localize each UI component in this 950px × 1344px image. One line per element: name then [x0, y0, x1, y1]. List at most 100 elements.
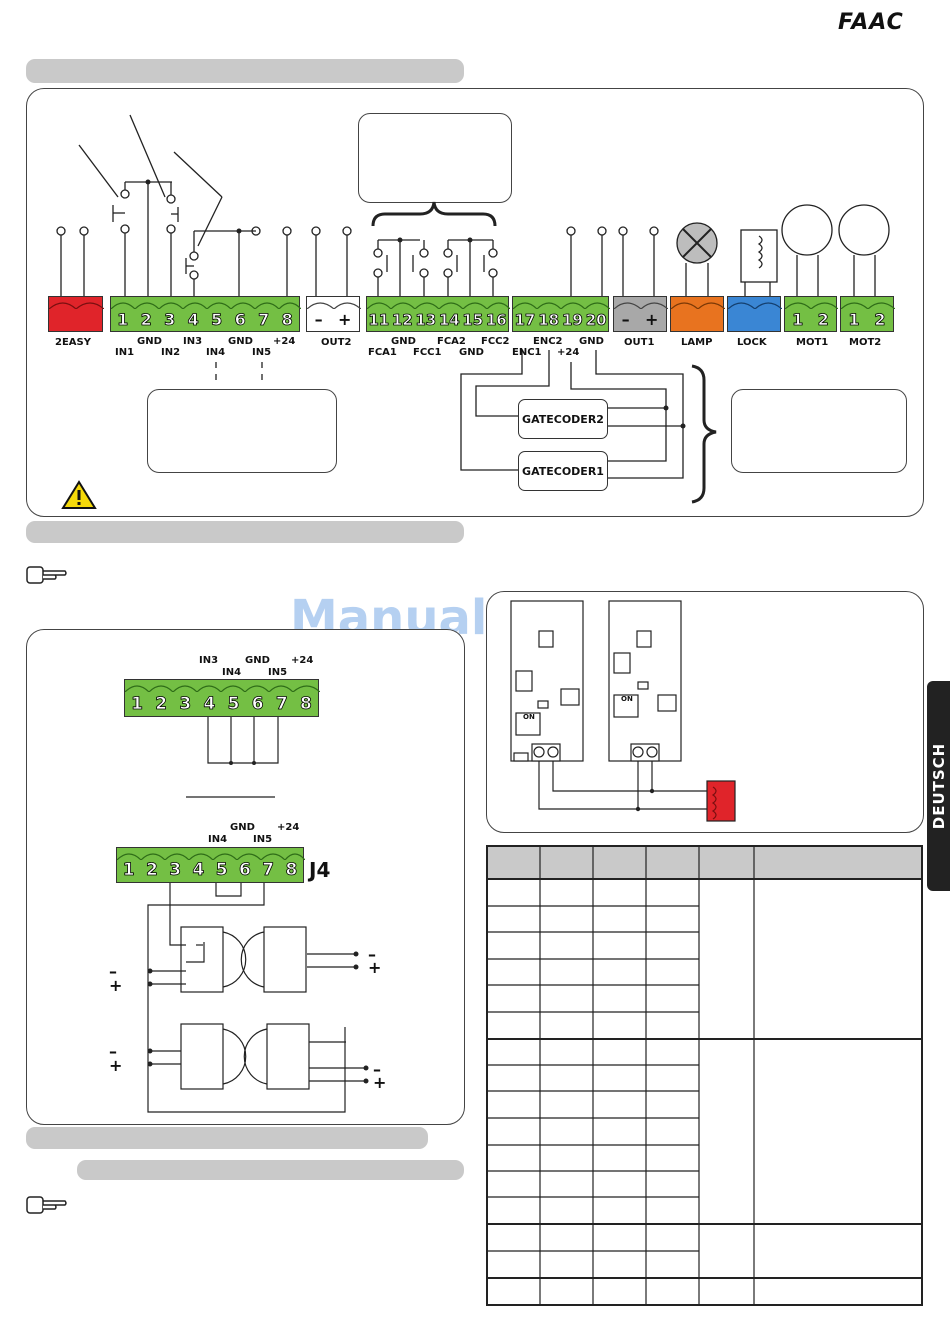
label-in4: IN4 — [222, 667, 242, 678]
pin-1: 1 — [117, 310, 129, 330]
label-24v: +24 — [291, 655, 314, 666]
connector-j4: 1 2 3 4 5 6 7 8 — [116, 847, 305, 883]
label-gnd: GND — [230, 822, 255, 833]
connector-j1: 1 2 3 4 5 6 7 8 — [110, 296, 301, 332]
polarity-plus: + — [368, 958, 382, 977]
pin-8: 8 — [281, 310, 293, 330]
note-box-left — [147, 389, 337, 473]
pin-4: 4 — [192, 860, 205, 881]
pin-11: 11 — [368, 311, 390, 330]
pin-8: 8 — [285, 860, 298, 881]
pin-3: 3 — [164, 310, 176, 330]
settings-table — [486, 845, 923, 1306]
label-24v: +24 — [277, 822, 300, 833]
pin-8: 8 — [300, 694, 313, 715]
pin-3: 3 — [169, 860, 182, 881]
connector-mot2: 1 2 — [840, 296, 895, 332]
polarity-plus: + — [373, 1073, 387, 1092]
pin-1: 1 — [848, 310, 860, 330]
note-box-top — [358, 113, 512, 203]
gatecoder-1-box: GATECODER1 — [518, 451, 608, 491]
pin-16: 16 — [485, 311, 507, 330]
pin-5: 5 — [211, 310, 223, 330]
label-in5: IN5 — [253, 834, 273, 845]
pin-minus: – — [621, 310, 630, 329]
label-enc1: ENC1 — [512, 347, 542, 358]
label-in4: IN4 — [208, 834, 228, 845]
label-2easy: 2EASY — [55, 337, 91, 348]
connector-lamp — [670, 296, 725, 332]
polarity-plus: + — [109, 976, 123, 995]
connector-lock — [727, 296, 782, 332]
connector-out2: – + — [306, 296, 361, 332]
label-gnd: GND — [228, 336, 253, 347]
pin-14: 14 — [438, 311, 460, 330]
pin-2: 2 — [817, 310, 829, 330]
language-tab: DEUTSCH — [927, 681, 950, 891]
pin-18: 18 — [538, 311, 560, 330]
dip-on-label: ON — [621, 695, 633, 703]
polarity-minus: – — [373, 1060, 381, 1079]
pin-12: 12 — [391, 311, 413, 330]
connector-2easy — [48, 296, 104, 332]
label-lamp: LAMP — [681, 337, 713, 348]
gatecoder-2-box: GATECODER2 — [518, 399, 608, 439]
pin-1: 1 — [131, 694, 144, 715]
label-fcc1: FCC1 — [413, 347, 442, 358]
faac-logo: FAAC — [838, 10, 904, 35]
pin-20: 20 — [585, 311, 607, 330]
label-in1: IN1 — [115, 347, 135, 358]
label-enc2: ENC2 — [533, 336, 563, 347]
pin-minus: – — [314, 310, 323, 329]
pin-5: 5 — [227, 694, 240, 715]
pin-2: 2 — [874, 310, 886, 330]
polarity-minus: – — [109, 1042, 117, 1061]
section-title-bar — [26, 1127, 428, 1149]
pin-2: 2 — [155, 694, 168, 715]
pin-plus: + — [337, 310, 352, 329]
label-in3: IN3 — [199, 655, 219, 666]
label-mot1: MOT1 — [796, 337, 829, 348]
label-out1: OUT1 — [624, 337, 655, 348]
connector-mot1: 1 2 — [784, 296, 838, 332]
pin-7: 7 — [262, 860, 275, 881]
section-title-bar — [77, 1160, 464, 1180]
label-gnd: GND — [579, 336, 604, 347]
pin-6: 6 — [234, 310, 246, 330]
pin-1: 1 — [792, 310, 804, 330]
pin-2: 2 — [140, 310, 152, 330]
label-out2: OUT2 — [321, 337, 352, 348]
pin-1: 1 — [122, 860, 135, 881]
polarity-minus: – — [368, 945, 376, 964]
polarity-plus: + — [109, 1056, 123, 1075]
label-24v: +24 — [273, 336, 296, 347]
pin-13: 13 — [415, 311, 437, 330]
label-in5: IN5 — [252, 347, 272, 358]
language-tab-label: DEUTSCH — [929, 742, 948, 830]
pin-7: 7 — [275, 694, 288, 715]
label-in4: IN4 — [206, 347, 226, 358]
label-mot2: MOT2 — [849, 337, 882, 348]
connector-j4-label: J4 — [309, 858, 331, 882]
label-gnd: GND — [137, 336, 162, 347]
label-fca1: FCA1 — [368, 347, 397, 358]
pin-5: 5 — [215, 860, 228, 881]
pin-4: 4 — [187, 310, 199, 330]
label-in3: IN3 — [183, 336, 203, 347]
pin-6: 6 — [238, 860, 252, 881]
encoder-boards — [510, 600, 736, 822]
pin-6: 6 — [251, 694, 264, 715]
label-lock: LOCK — [737, 337, 767, 348]
pin-7: 7 — [258, 310, 270, 330]
dip-on-label: ON — [523, 713, 535, 721]
label-fca2: FCA2 — [437, 336, 466, 347]
pin-2: 2 — [145, 860, 159, 881]
warning-icon — [61, 480, 97, 509]
pin-plus: + — [644, 310, 659, 329]
label-gnd: GND — [459, 347, 484, 358]
label-in5: IN5 — [268, 667, 288, 678]
polarity-minus: – — [109, 962, 117, 981]
hand-pointer-icon — [26, 1196, 67, 1214]
note-box-right — [731, 389, 907, 473]
connector-out1: – + — [613, 296, 668, 332]
